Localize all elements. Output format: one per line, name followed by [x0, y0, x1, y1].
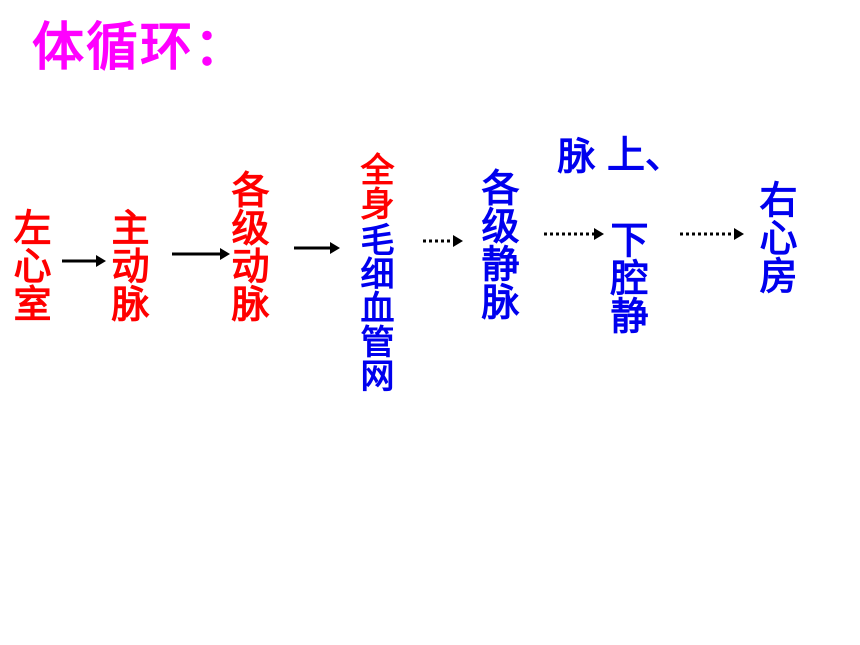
arrow-a1 — [62, 255, 106, 267]
node-vena-cava-upper: 上、 — [607, 133, 684, 177]
node-capillary-blue: 毛细血管网 — [354, 222, 394, 392]
arrow-a6 — [680, 228, 744, 240]
node-right-atrium: 右心房 — [753, 180, 797, 294]
node-veins: 各级静脉 — [475, 168, 519, 320]
arrow-a3 — [294, 242, 340, 254]
node-left-ventricle: 左心室 — [7, 208, 51, 322]
node-vena-cava-lower: 下腔静 — [604, 220, 648, 334]
node-vena-cava-top: 脉 — [551, 136, 595, 174]
diagram-title: 体循环： — [32, 18, 249, 78]
arrow-a2 — [172, 248, 230, 260]
node-capillary-red: 全身 — [354, 152, 394, 220]
arrow-a5 — [544, 228, 604, 240]
node-aorta: 主动脉 — [105, 208, 149, 322]
arrow-a4 — [423, 235, 463, 247]
node-arteries: 各级动脉 — [225, 170, 269, 322]
